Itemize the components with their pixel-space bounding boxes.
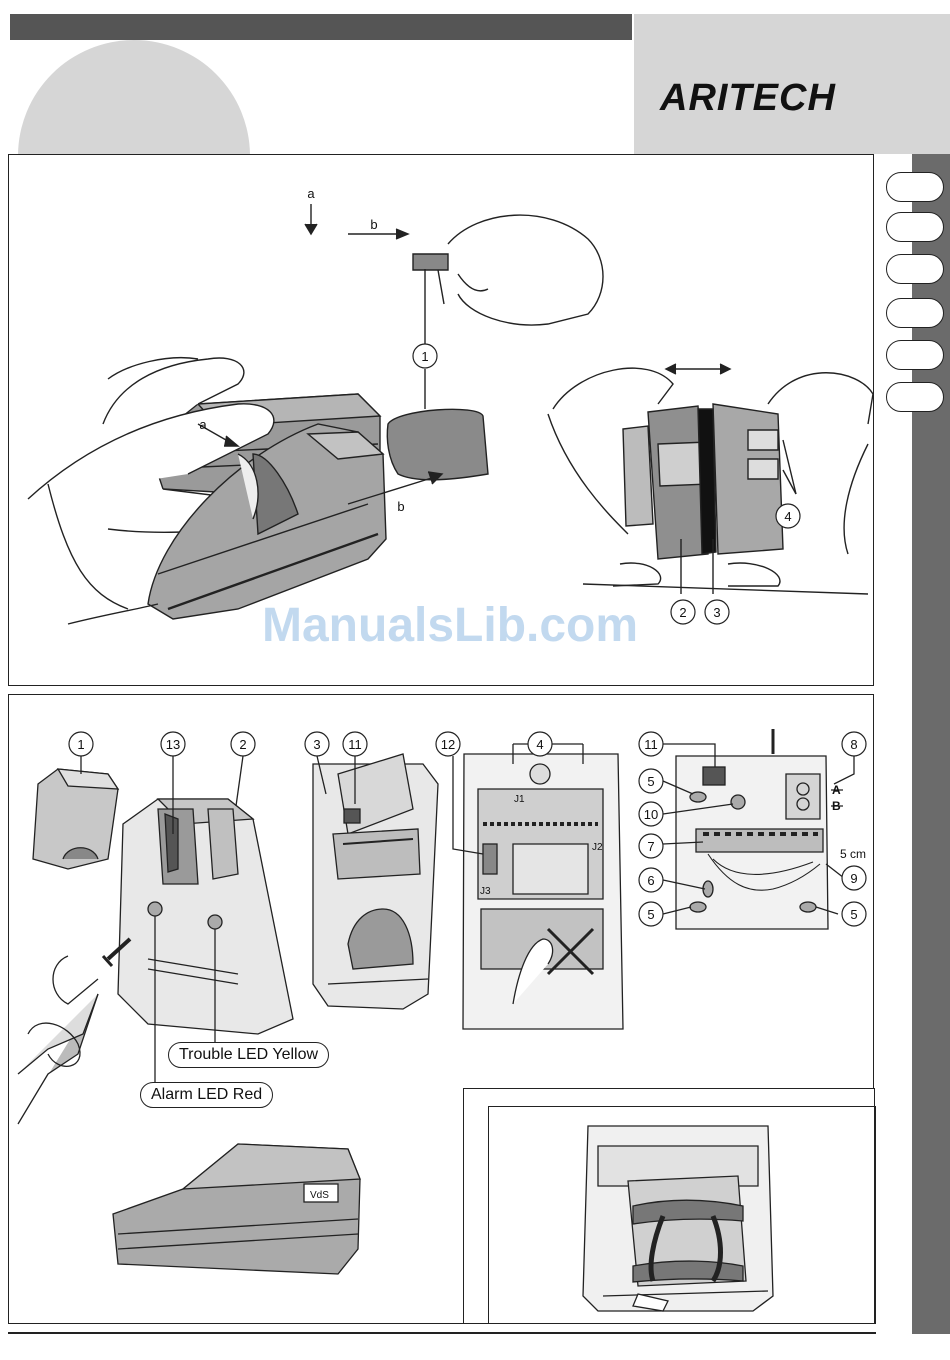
label-detail-illustration: [488, 1106, 876, 1324]
callout-11b: 11: [644, 737, 658, 752]
header-circle-decoration: [10, 40, 250, 154]
strip-length: 5 cm: [840, 847, 866, 861]
callout-10: 10: [644, 807, 658, 822]
language-tab-2[interactable]: [886, 212, 944, 242]
arrow-label-b-top: b: [370, 217, 377, 232]
watermark: ManualsLib.com: [262, 596, 702, 656]
arrow-label-a-bottom: a: [199, 417, 207, 432]
callout-12: 12: [441, 737, 455, 752]
language-tab-3[interactable]: [886, 254, 944, 284]
callout-3: 3: [713, 605, 720, 620]
callout-9: 9: [850, 871, 857, 886]
callout-11: 11: [348, 737, 362, 752]
jumper-j3: J3: [480, 886, 491, 897]
header-bar: [10, 14, 632, 40]
alarm-led-label: Alarm LED Red: [140, 1082, 273, 1108]
language-tab-4[interactable]: [886, 298, 944, 328]
callout-6: 6: [647, 873, 654, 888]
arrow-label-b-bottom: b: [397, 499, 404, 514]
callout-1: 1: [77, 737, 84, 752]
arrow-label-a-top: a: [307, 186, 315, 201]
brand-logo: ARITECH: [660, 76, 920, 120]
callout-5a: 5: [647, 774, 654, 789]
jumper-j2: J2: [592, 842, 603, 853]
language-tab-6[interactable]: [886, 382, 944, 412]
callout-4: 4: [784, 509, 791, 524]
callout-13: 13: [166, 737, 180, 752]
jumper-j1: J1: [514, 794, 525, 805]
callout-7: 7: [647, 839, 654, 854]
vds-label: VdS: [310, 1190, 329, 1201]
callout-1: 1: [421, 349, 428, 364]
side-strip: [912, 154, 950, 1334]
language-tab-1[interactable]: [886, 172, 944, 202]
footer-line: [8, 1332, 876, 1334]
language-tab-5[interactable]: [886, 340, 944, 370]
trouble-led-label: Trouble LED Yellow: [168, 1042, 329, 1068]
terminal-a: A: [832, 783, 841, 797]
callout-2: 2: [239, 737, 246, 752]
callout-3: 3: [313, 737, 320, 752]
callout-8: 8: [850, 737, 857, 752]
callout-4: 4: [536, 737, 543, 752]
terminal-b: B: [832, 799, 841, 813]
callout-5c: 5: [850, 907, 857, 922]
callout-5b: 5: [647, 907, 654, 922]
